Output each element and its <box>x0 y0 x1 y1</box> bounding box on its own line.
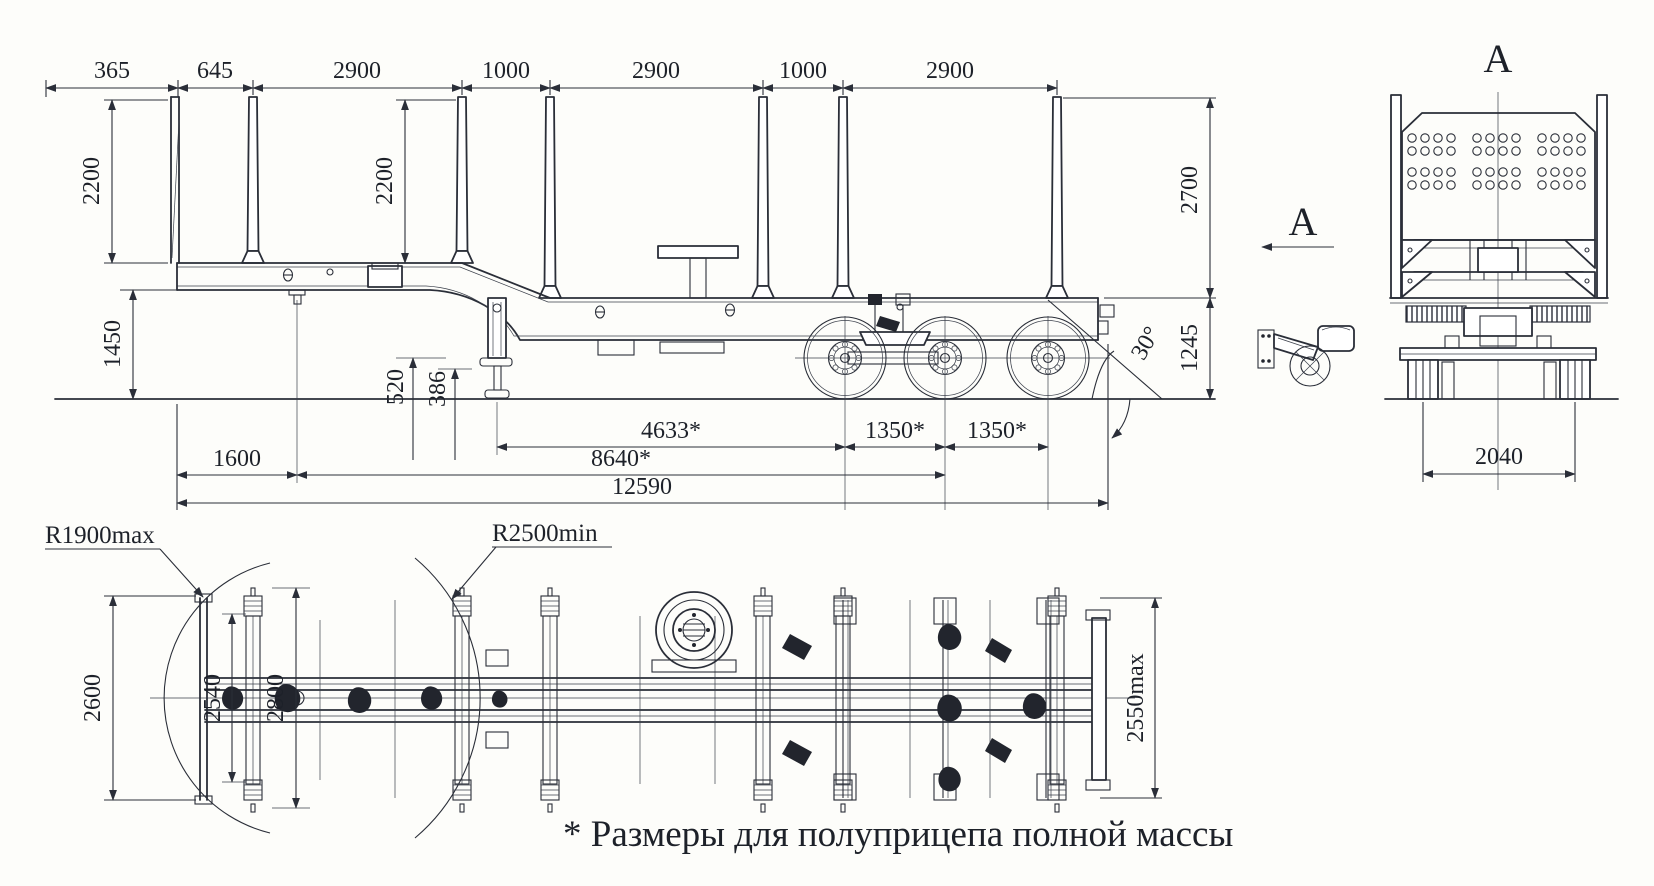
plan-frame <box>204 600 1101 798</box>
stake <box>538 96 562 299</box>
wheels-side <box>795 316 1110 400</box>
radius-label-front: R1900max <box>45 522 204 598</box>
dim-2900-b: 2900 <box>632 58 680 84</box>
dim-2900-a: 2900 <box>333 58 381 84</box>
rear-bunks <box>1401 239 1596 298</box>
dim-1000-b: 1000 <box>779 58 827 84</box>
plan-brake-chambers <box>782 634 1012 766</box>
rear-view: A <box>1384 36 1619 490</box>
plan-bulkhead <box>194 593 213 805</box>
dim-8640: 8640* <box>591 446 651 472</box>
dim-365: 365 <box>94 58 130 84</box>
rear-right-post <box>1596 94 1608 299</box>
dim-12590: 12590 <box>612 474 672 500</box>
coupling-detail <box>1257 325 1355 387</box>
front-shield <box>170 96 180 264</box>
svg-text:2540: 2540 <box>200 674 226 722</box>
side-view: 365 645 2900 1000 2900 1000 2900 <box>45 58 1216 510</box>
stake <box>241 96 265 264</box>
stake <box>831 96 855 299</box>
svg-text:386: 386 <box>425 371 451 407</box>
plan-rear-end <box>1085 609 1111 791</box>
svg-text:1245: 1245 <box>1177 324 1203 372</box>
side-bottom-dims: 4633* 1350* 1350* 1600 8640* 12590 <box>176 300 1109 510</box>
rear-wheels <box>1407 359 1591 400</box>
rear-view-title: A <box>1484 36 1513 81</box>
svg-text:2600: 2600 <box>80 674 106 722</box>
landing-gear <box>479 297 513 399</box>
stake <box>450 96 474 264</box>
svg-text:1450: 1450 <box>100 320 126 368</box>
radius-arc-kingpin <box>414 557 481 839</box>
plan-view: R1900max R2500min <box>45 520 1162 839</box>
view-direction: A <box>1261 199 1334 251</box>
dim-1000-a: 1000 <box>482 58 530 84</box>
dim-1350-b: 1350* <box>967 418 1027 444</box>
plan-support-pad <box>485 731 509 749</box>
svg-text:30°: 30° <box>1126 322 1165 364</box>
dim-width-over-bunks: 2800 <box>263 587 310 809</box>
plan-support-pad <box>485 649 509 667</box>
dim-width-front-wall: 2600 <box>80 595 196 801</box>
trailer-frame <box>176 245 1115 365</box>
dim-1350-a: 1350* <box>865 418 925 444</box>
dim-width-inner: 2540 <box>200 613 246 783</box>
svg-text:2040: 2040 <box>1475 444 1523 470</box>
side-top-dim-chain: 365 645 2900 1000 2900 1000 2900 <box>45 58 1058 97</box>
dim-stake-height-front: 2200 <box>79 99 168 264</box>
dim-2900-c: 2900 <box>926 58 974 84</box>
dim-support-clearances: 520 386 <box>383 357 472 460</box>
rear-chassis <box>1389 297 1609 361</box>
radius-label-kingpin: R2500min <box>451 520 612 600</box>
stakes <box>241 96 1069 299</box>
suspension <box>859 293 931 346</box>
footnote: * Размеры для полуприцепа полной массы <box>563 814 1233 855</box>
dim-width-overall-max: 2550max <box>1100 597 1162 799</box>
svg-text:2550max: 2550max <box>1123 653 1149 742</box>
dim-645: 645 <box>197 58 233 84</box>
svg-text:520: 520 <box>383 369 409 405</box>
rear-left-post <box>1390 94 1402 299</box>
svg-text:2800: 2800 <box>263 674 289 722</box>
svg-text:2200: 2200 <box>372 157 398 205</box>
dim-1600: 1600 <box>213 446 261 472</box>
stake <box>751 96 775 299</box>
radius-arc-front <box>163 562 271 834</box>
svg-text:2700: 2700 <box>1177 166 1203 214</box>
dim-coupling-height: 1450 <box>100 289 182 400</box>
svg-text:R2500min: R2500min <box>492 520 598 547</box>
stake <box>1045 96 1069 299</box>
rear-panel <box>1401 112 1596 241</box>
plan-spare-wheel <box>651 591 737 673</box>
panel-holes <box>1407 133 1586 190</box>
dim-track-width: 2040 <box>1422 402 1576 482</box>
plan-load-marks <box>222 624 1047 792</box>
view-direction-label: A <box>1289 199 1318 244</box>
dim-4633: 4633* <box>641 418 701 444</box>
dim-rear-heights: 2700 1245 <box>1063 97 1216 400</box>
svg-text:R1900max: R1900max <box>45 522 155 549</box>
svg-text:2200: 2200 <box>79 157 105 205</box>
dim-stake-height-mid: 2200 <box>372 99 456 264</box>
